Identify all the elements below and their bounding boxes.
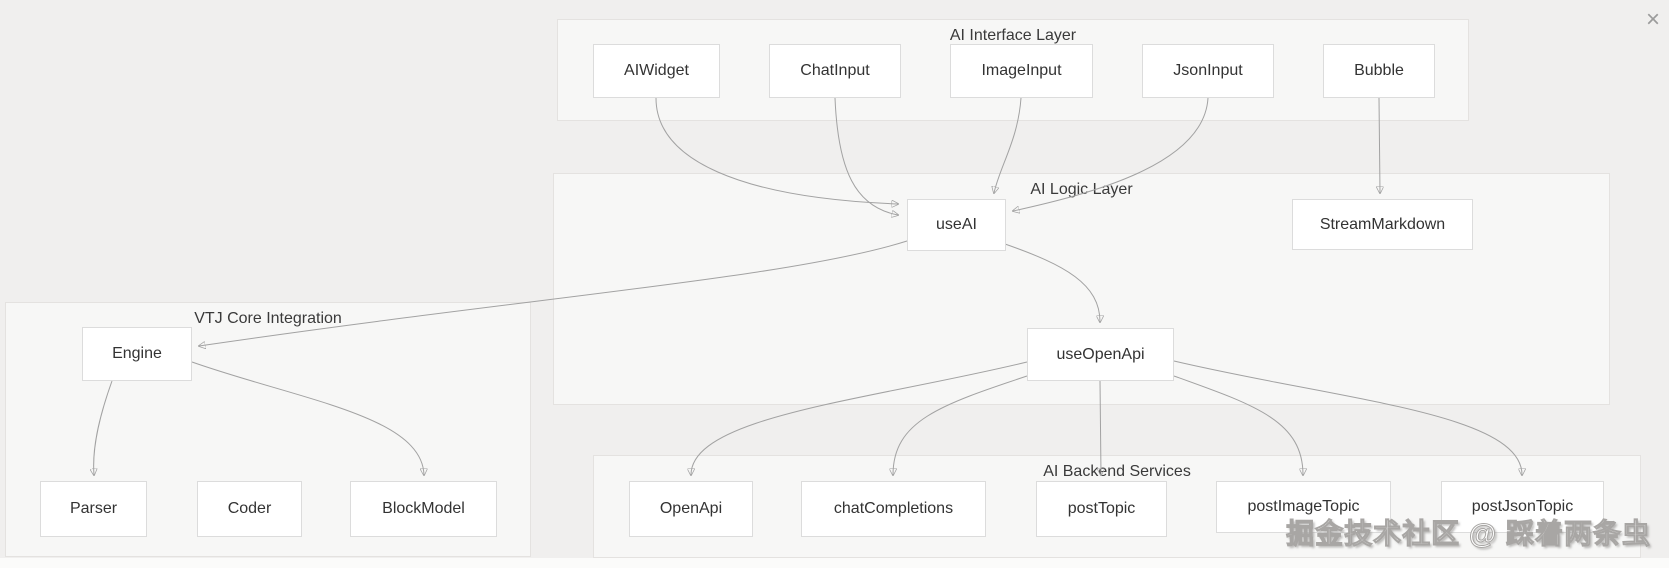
- node-openapi: OpenApi: [629, 481, 753, 537]
- node-bubble: Bubble: [1323, 44, 1435, 98]
- page-bottom-strip: [0, 558, 1669, 568]
- group-label-ai-logic-layer: AI Logic Layer: [1030, 181, 1133, 198]
- node-streammarkdown: StreamMarkdown: [1292, 199, 1473, 250]
- node-engine: Engine: [82, 327, 192, 381]
- watermark-text: 掘金技术社区 @ 踩着两条虫: [1286, 518, 1651, 550]
- node-jsoninput: JsonInput: [1142, 44, 1274, 98]
- node-postjsontopic: postJsonTopic: [1441, 481, 1604, 533]
- group-label-ai-interface-layer: AI Interface Layer: [949, 27, 1077, 44]
- node-postimagetopic: postImageTopic: [1216, 481, 1391, 533]
- node-aiwidget: AIWidget: [593, 44, 720, 98]
- node-chatinput: ChatInput: [769, 44, 901, 98]
- group-label-ai-backend-services: AI Backend Services: [1043, 463, 1191, 480]
- node-posttopic: postTopic: [1036, 481, 1167, 537]
- node-useai: useAI: [907, 199, 1006, 251]
- node-coder: Coder: [197, 481, 302, 537]
- node-useopenapi: useOpenApi: [1027, 328, 1174, 381]
- close-icon[interactable]: ×: [1645, 6, 1660, 33]
- group-label-vtj-core-integration: VTJ Core Integration: [194, 310, 342, 327]
- node-chatcompletions: chatCompletions: [801, 481, 986, 537]
- node-imageinput: ImageInput: [950, 44, 1093, 98]
- node-parser: Parser: [40, 481, 147, 537]
- node-blockmodel: BlockModel: [350, 481, 497, 537]
